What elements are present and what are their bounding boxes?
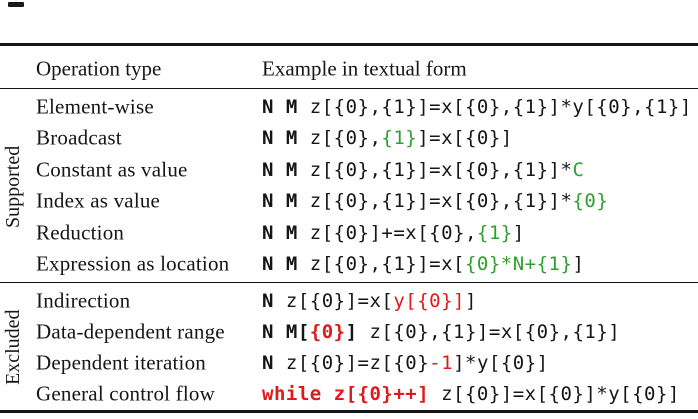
example-code: N M z[{0},{1}]=x[{0}*N+{1}] bbox=[262, 253, 584, 275]
table-rule-section bbox=[0, 282, 698, 284]
code-segment: N M bbox=[262, 253, 310, 276]
code-segment: z[{0}]=x[ bbox=[285, 289, 394, 312]
code-segment: z[{0},{1}]=x[{0},{1}]*y[{0},{1}] bbox=[309, 95, 692, 118]
table-rule-top bbox=[0, 43, 698, 46]
code-segment: z[{0}]=z[{0} bbox=[285, 351, 430, 374]
table-row: Reduction N M z[{0}]+=x[{0},{1}] bbox=[0, 217, 698, 249]
table-row: Element-wise N M z[{0},{1}]=x[{0},{1}]*y[… bbox=[0, 91, 698, 123]
code-segment: {1} bbox=[381, 127, 418, 150]
code-segment: z[{0},{1}]=x[{0},{1}] bbox=[357, 320, 621, 343]
code-segment: z[{0},{1}]=x[{0},{1}]* bbox=[309, 158, 573, 181]
code-segment: N M bbox=[262, 221, 310, 244]
code-segment: ] bbox=[512, 221, 525, 244]
code-segment: {1} bbox=[476, 221, 513, 244]
code-segment: z[{0}]=x[{0}]*y[{0}] bbox=[429, 382, 680, 405]
operation-type-label: Dependent iteration bbox=[36, 350, 206, 374]
code-segment: ] bbox=[572, 253, 585, 276]
operation-type-label: Index as value bbox=[36, 188, 161, 213]
code-segment: C bbox=[572, 158, 585, 181]
code-segment: y[{0}] bbox=[393, 289, 465, 312]
operation-type-label: Broadcast bbox=[36, 125, 122, 150]
code-segment: ] bbox=[345, 320, 358, 343]
table-rule-header bbox=[0, 87, 698, 89]
code-segment: z[{0}]+=x[{0}, bbox=[309, 221, 477, 244]
example-code: N z[{0}]=z[{0}-1]*y[{0}] bbox=[262, 352, 549, 374]
code-segment: N bbox=[262, 289, 286, 312]
code-segment: z[{0},{1}]=x[ bbox=[309, 253, 465, 276]
operation-type-label: Element-wise bbox=[36, 94, 154, 119]
code-segment: N M[ bbox=[262, 320, 310, 343]
example-code: N M z[{0},{1}]=x[{0},{1}]*{0} bbox=[262, 190, 608, 212]
code-segment: z[{0},{1}]=x[{0},{1}]* bbox=[309, 190, 573, 213]
table-row: Constant as value N M z[{0},{1}]=x[{0},{1… bbox=[0, 154, 698, 186]
code-segment: {0}*N+{1} bbox=[464, 253, 573, 276]
example-code: N z[{0}]=x[y[{0}]] bbox=[262, 290, 477, 312]
operation-type-label: Expression as location bbox=[36, 251, 230, 276]
table-rule-bottom bbox=[0, 410, 698, 413]
example-code: N M z[{0},{1}]=x[{0},{1}]*y[{0},{1}] bbox=[262, 96, 692, 118]
code-segment: while z[{0}++] bbox=[262, 382, 430, 405]
code-segment: ]=x[{0}] bbox=[417, 127, 513, 150]
code-segment: -1 bbox=[429, 351, 454, 374]
operation-type-label: Indirection bbox=[36, 288, 131, 312]
operation-type-label: Reduction bbox=[36, 220, 125, 245]
example-code: N M z[{0},{1}]=x[{0}] bbox=[262, 127, 513, 149]
operation-type-label: General control flow bbox=[36, 381, 215, 405]
code-segment: {0} bbox=[572, 190, 609, 213]
column-header-operation-type: Operation type bbox=[36, 56, 162, 81]
code-segment: N M bbox=[262, 127, 310, 150]
example-code: while z[{0}++] z[{0}]=x[{0}]*y[{0}] bbox=[262, 383, 680, 405]
column-header-example: Example in textual form bbox=[262, 56, 467, 81]
code-segment: {0} bbox=[309, 320, 346, 343]
code-segment: N M bbox=[262, 95, 310, 118]
table-row: Data-dependent range N M[{0}] z[{0},{1}]=… bbox=[0, 316, 698, 347]
stray-mark bbox=[8, 2, 24, 7]
table-header-row: Operation type Example in textual form bbox=[0, 52, 698, 86]
code-segment: z[{0}, bbox=[309, 127, 382, 150]
table-row: Expression as location N M z[{0},{1}]=x[{… bbox=[0, 249, 698, 281]
example-code: N M z[{0},{1}]=x[{0},{1}]*C bbox=[262, 159, 584, 181]
code-segment: N M bbox=[262, 190, 310, 213]
example-code: N M z[{0}]+=x[{0},{1}] bbox=[262, 222, 525, 244]
code-segment: ]*y[{0}] bbox=[453, 351, 549, 374]
table-row: Dependent iteration N z[{0}]=z[{0}-1]*y[{… bbox=[0, 347, 698, 378]
table-row: Broadcast N M z[{0},{1}]=x[{0}] bbox=[0, 123, 698, 155]
code-segment: N M bbox=[262, 158, 310, 181]
operation-type-label: Constant as value bbox=[36, 157, 188, 182]
code-segment: N bbox=[262, 351, 286, 374]
example-code: N M[{0}] z[{0},{1}]=x[{0},{1}] bbox=[262, 321, 620, 343]
operation-type-label: Data-dependent range bbox=[36, 319, 225, 343]
table-row: Indirection N z[{0}]=x[y[{0}]] bbox=[0, 285, 698, 316]
section-supported-rows: Element-wise N M z[{0},{1}]=x[{0},{1}]*y[… bbox=[0, 91, 698, 280]
code-segment: ] bbox=[464, 289, 477, 312]
table-row: Index as value N M z[{0},{1}]=x[{0},{1}]*… bbox=[0, 186, 698, 218]
table-row: General control flow while z[{0}++] z[{0}… bbox=[0, 378, 698, 409]
